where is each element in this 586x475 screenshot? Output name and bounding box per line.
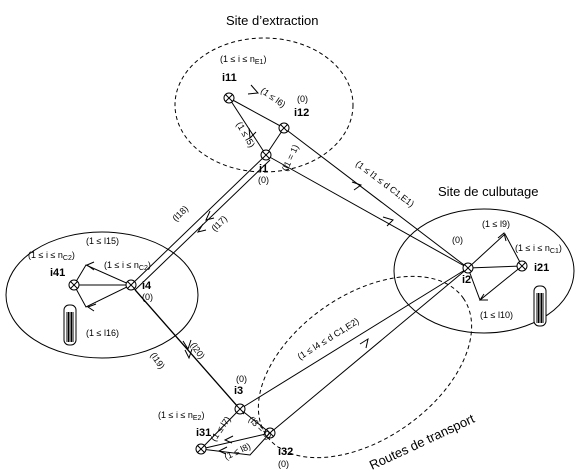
node-i1 <box>260 149 272 161</box>
constraint-l10: (1 ≤ l10) <box>480 310 513 320</box>
extraction-site-title: Site d’extraction <box>226 13 319 28</box>
constraint-l7: (1 ≤ l7) <box>208 415 232 444</box>
constraint-n-c1: (1 ≤ i ≤ nC1) <box>515 243 562 255</box>
zero-i1: (0) <box>258 175 269 185</box>
worker-icon <box>63 304 77 346</box>
constraint-l8: (1 ≤ l8) <box>223 441 253 462</box>
constraint-l19: (l19) <box>148 350 167 370</box>
zero-i4: (0) <box>142 292 153 302</box>
label-i12: i12 <box>294 107 309 119</box>
node-i21 <box>516 260 528 272</box>
worker-icon <box>533 285 547 327</box>
constraint-l9: (1 ≤ l9) <box>482 219 510 229</box>
zero-i12: (0) <box>297 94 308 104</box>
culbutage-site-region <box>393 208 575 334</box>
culbutage-site-title: Site de culbutage <box>438 184 538 199</box>
label-i11: i11 <box>222 72 237 84</box>
label-i41: i41 <box>50 267 65 279</box>
node-i11 <box>223 92 235 104</box>
constraint-n-e2: (1 ≤ i ≤ nE2) <box>158 410 204 422</box>
constraint-n-c2-b: (1 ≤ i ≤ nC2) <box>104 260 151 272</box>
node-i41 <box>68 279 80 291</box>
node-i32 <box>264 427 276 439</box>
routes-transport-title: Routes de transport <box>367 411 477 473</box>
node-i4 <box>125 279 137 291</box>
constraint-n-e1: (1 ≤ i ≤ nE1) <box>220 54 266 66</box>
node-i31 <box>195 443 207 455</box>
zero-i3: (0) <box>236 374 247 384</box>
extraction-site-region <box>174 37 354 173</box>
zero-i2: (0) <box>452 235 463 245</box>
label-i1: i1 <box>259 163 268 175</box>
left-site-region <box>5 231 199 359</box>
label-i3: i3 <box>234 385 243 397</box>
zero-i32: (0) <box>278 459 289 469</box>
direction-arrows <box>85 84 507 455</box>
constraint-l18: (l18) <box>170 204 190 224</box>
constraint-l15: (1 ≤ l15) <box>86 236 119 246</box>
label-i2: i2 <box>462 274 471 286</box>
constraint-n-c2-a: (1 ≤ i ≤ nC2) <box>28 250 75 262</box>
label-i4: i4 <box>142 280 152 292</box>
label-i32: i32 <box>278 446 293 458</box>
label-i31: i31 <box>196 427 211 439</box>
transport-routes-region <box>257 275 473 459</box>
constraint-l1-eq: (l1 = 1) <box>280 143 301 173</box>
constraint-d-c1-e1: (1 ≤ l1 ≤ d C1,E1) <box>354 159 416 209</box>
node-i2 <box>462 262 474 274</box>
constraint-l6: (1 ≤ l6) <box>259 85 288 109</box>
label-i21: i21 <box>534 262 549 274</box>
constraint-l16: (1 ≤ l16) <box>86 328 119 338</box>
node-i3 <box>234 403 246 415</box>
node-i12 <box>278 122 290 134</box>
constraint-l17: (l17) <box>209 214 229 234</box>
